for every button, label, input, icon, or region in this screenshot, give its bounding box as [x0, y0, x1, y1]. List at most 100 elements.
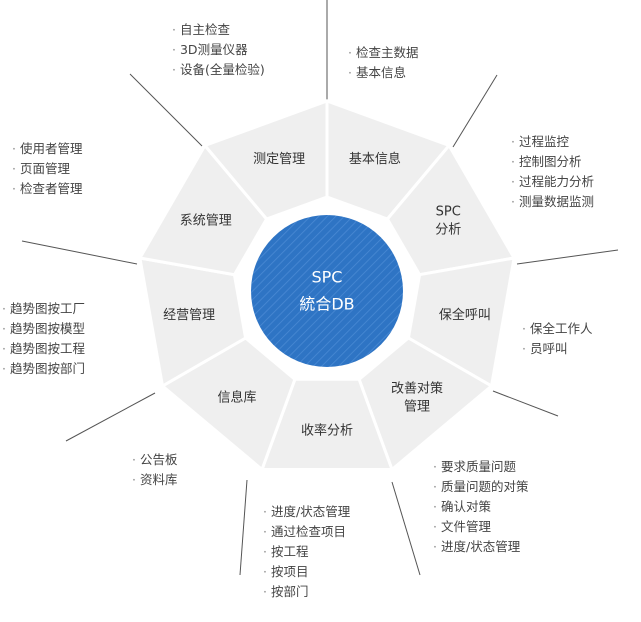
- list-item-text: 页面管理: [19, 161, 70, 176]
- spc-group: ·过程监控·控制图分析·过程能力分析·测量数据监测: [511, 132, 594, 212]
- list-item-text: 设备(全量检验): [179, 62, 265, 77]
- bullet-dot: ·: [263, 584, 267, 599]
- list-item: ·测量数据监测: [511, 192, 594, 212]
- list-item-text: 资料库: [139, 472, 178, 487]
- list-item: ·设备(全量检验): [172, 60, 265, 80]
- connector-line: [239, 479, 248, 576]
- connector-line: [65, 392, 156, 442]
- connector-line: [516, 249, 619, 265]
- list-item: ·使用者管理: [12, 139, 83, 159]
- bullet-dot: ·: [12, 141, 16, 156]
- list-item: ·过程能力分析: [511, 172, 594, 192]
- connector-line: [21, 240, 138, 265]
- list-item-text: 员呼叫: [529, 341, 568, 356]
- bullet-dot: ·: [433, 539, 437, 554]
- list-item-text: 检查者管理: [19, 181, 83, 196]
- list-item: ·按部门: [263, 582, 350, 602]
- bullet-dot: ·: [263, 524, 267, 539]
- improvement-group: ·要求质量问题·质量问题的对策·确认对策·文件管理·进度/状态管理: [433, 457, 529, 557]
- bullet-dot: ·: [132, 472, 136, 487]
- segment-shape: [202, 98, 329, 221]
- list-item-text: 使用者管理: [19, 141, 83, 156]
- segment-label: 测定管理: [253, 152, 305, 167]
- call-group: ·保全工作人 ·员呼叫: [522, 319, 593, 359]
- list-item-text: 进度/状态管理: [440, 539, 521, 554]
- segment-label: 保全呼叫: [439, 307, 491, 323]
- segment-yield: 收率分析: [259, 377, 395, 471]
- list-item: ·控制图分析: [511, 152, 594, 172]
- list-item: ·自主检查: [172, 20, 265, 40]
- segment-label: SPC: [436, 205, 461, 220]
- list-item-text: 过程能力分析: [518, 174, 594, 189]
- system-group: ·使用者管理·页面管理·检查者管理: [12, 139, 83, 199]
- list-item-text: 确认对策: [440, 499, 491, 514]
- list-item: ·保全工作人: [522, 319, 593, 339]
- list-item-text: 按工程: [270, 544, 309, 559]
- list-item-text: 控制图分析: [518, 154, 582, 169]
- bullet-dot: ·: [2, 341, 6, 356]
- list-item-text: 按部门: [270, 584, 309, 599]
- list-item: ·趋势图按部门: [2, 359, 85, 379]
- connector-line: [391, 481, 421, 576]
- bullet-dot: ·: [12, 181, 16, 196]
- connector-line: [129, 73, 203, 147]
- list-item: ·趋势图按工程: [2, 339, 85, 359]
- segment-spc-analysis: SPC 分析: [385, 142, 517, 277]
- list-item: ·过程监控: [511, 132, 594, 152]
- management-group: ·趋势图按工厂·趋势图按模型·趋势图按工程·趋势图按部门: [2, 299, 85, 379]
- bullet-dot: ·: [172, 62, 176, 77]
- list-item: ·检查主数据: [348, 43, 419, 63]
- segment-label: 经营管理: [163, 308, 215, 323]
- bullet-dot: ·: [511, 134, 515, 149]
- list-item: ·进度/状态管理: [263, 502, 350, 522]
- bullet-dot: ·: [522, 341, 526, 356]
- list-item: ·资料库: [132, 470, 178, 490]
- bullet-dot: ·: [433, 459, 437, 474]
- bullet-dot: ·: [511, 154, 515, 169]
- bullet-dot: ·: [511, 194, 515, 209]
- bullet-dot: ·: [2, 301, 6, 316]
- bullet-dot: ·: [511, 174, 515, 189]
- info-library-group: ·公告板·资料库: [132, 450, 178, 490]
- list-item: ·公告板: [132, 450, 178, 470]
- list-item: ·页面管理: [12, 159, 83, 179]
- bullet-dot: ·: [2, 361, 6, 376]
- segment-label: 分析: [435, 223, 461, 238]
- bullet-dot: ·: [12, 161, 16, 176]
- list-item: ·确认对策: [433, 497, 529, 517]
- basic-info-group: ·检查主数据·基本信息: [348, 43, 419, 83]
- list-item-text: 趋势图按工厂: [9, 301, 85, 316]
- list-item-text: 测量数据监测: [518, 194, 594, 209]
- list-item-text: 趋势图按部门: [9, 361, 85, 376]
- bullet-dot: ·: [263, 544, 267, 559]
- list-item: ·进度/状态管理: [433, 537, 529, 557]
- segment-label: 收率分析: [301, 423, 353, 439]
- list-item-text: 自主检查: [179, 22, 230, 37]
- list-item-text: 按项目: [270, 564, 309, 579]
- bullet-dot: ·: [263, 504, 267, 519]
- bullet-dot: ·: [433, 499, 437, 514]
- list-item-text: 公告板: [139, 452, 178, 467]
- bullet-dot: ·: [2, 321, 6, 336]
- list-item: ·文件管理: [433, 517, 529, 537]
- list-item-text: 3D测量仪器: [179, 42, 248, 57]
- yield-group: ·进度/状态管理·通过检查项目·按工程·按项目·按部门: [263, 502, 350, 602]
- segment-system: 系统管理: [137, 142, 269, 277]
- bullet-dot: ·: [132, 452, 136, 467]
- list-item-text: 检查主数据: [355, 45, 419, 60]
- list-item: ·趋势图按模型: [2, 319, 85, 339]
- segment-label: 改善对策: [391, 381, 443, 397]
- connector-lines: [21, 0, 619, 576]
- connector-line: [452, 74, 498, 148]
- center-line-2: 統合DB: [299, 295, 354, 314]
- bullet-dot: ·: [433, 479, 437, 494]
- list-item-text: 趋势图按工程: [9, 341, 85, 356]
- list-item: ·3D测量仪器: [172, 40, 265, 60]
- bullet-dot: ·: [348, 65, 352, 80]
- bullet-dot: ·: [348, 45, 352, 60]
- bullet-dot: ·: [433, 519, 437, 534]
- bullet-dot: ·: [263, 564, 267, 579]
